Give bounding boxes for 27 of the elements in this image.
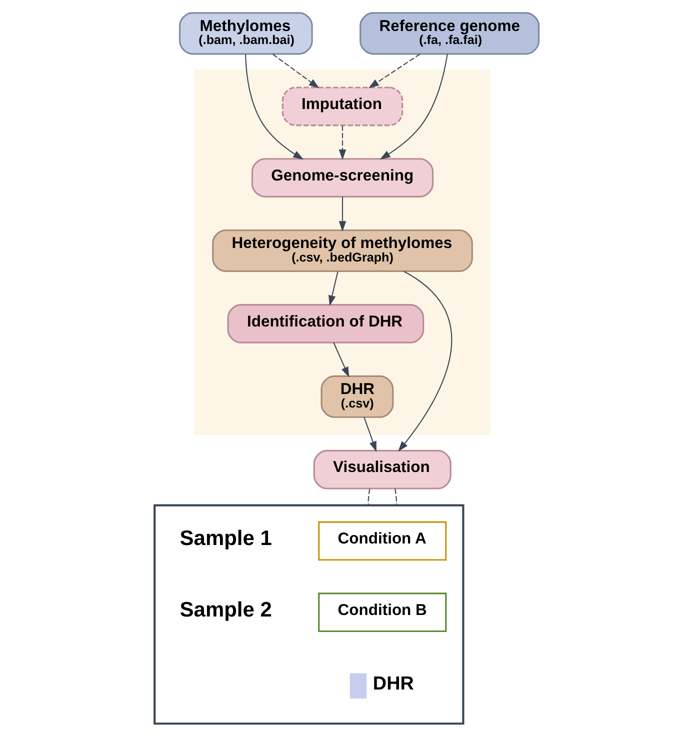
arrow xyxy=(398,271,452,452)
node-box: Condition A xyxy=(318,521,447,561)
arrow xyxy=(338,126,346,160)
node-box: Heterogeneity of methylomes (.csv, .bedGraph) xyxy=(212,229,473,272)
arrow xyxy=(245,54,304,160)
arrow xyxy=(272,54,320,88)
node-box: Condition B xyxy=(318,592,447,632)
arrow xyxy=(328,271,338,306)
node-box: Identification of DHR xyxy=(227,304,424,344)
arrow xyxy=(338,196,346,232)
label: Sample 2 xyxy=(180,598,272,622)
arrow xyxy=(333,342,350,378)
node-box: Genome-screening xyxy=(251,158,434,198)
legend-label: DHR xyxy=(372,673,414,694)
node-box: DHR (.csv) xyxy=(320,375,394,418)
node-box: Imputation xyxy=(282,86,404,126)
connector xyxy=(368,488,370,506)
node-box: Methylomes (.bam, .bam.bai) xyxy=(179,12,313,55)
arrow xyxy=(364,417,376,452)
node-box: Reference genome (.fa, .fa.fai) xyxy=(360,12,540,55)
label: Sample 1 xyxy=(180,527,272,550)
node-box: Visualisation xyxy=(313,450,452,490)
cluster xyxy=(154,504,464,725)
arrow xyxy=(380,54,448,160)
arrow xyxy=(368,54,420,88)
connector xyxy=(394,488,398,506)
cluster xyxy=(194,70,491,435)
